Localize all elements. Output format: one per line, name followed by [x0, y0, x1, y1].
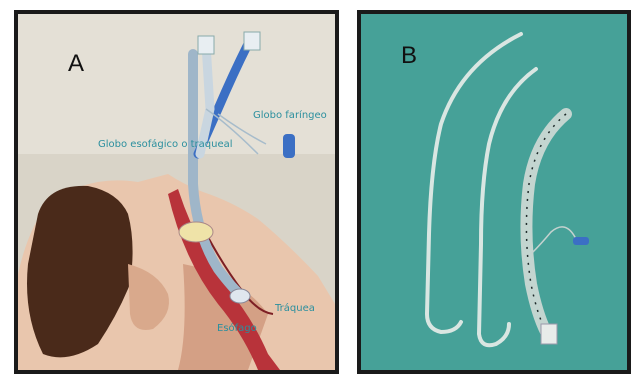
panel-a-illustration: A Globo esofágico o traqueal Globo farín… — [14, 10, 339, 374]
label-esophageal-balloon: Globo esofágico o traqueal — [98, 139, 233, 150]
label-pharyngeal-balloon: Globo faríngeo — [253, 110, 327, 121]
panel-b-letter: B — [401, 42, 417, 70]
panel-b-photo: B — [357, 10, 631, 374]
label-trachea: Tráquea — [275, 303, 315, 314]
label-esophagus: Esófago — [217, 323, 257, 334]
combitube-illustration — [18, 14, 335, 370]
panel-a-letter: A — [68, 50, 84, 78]
